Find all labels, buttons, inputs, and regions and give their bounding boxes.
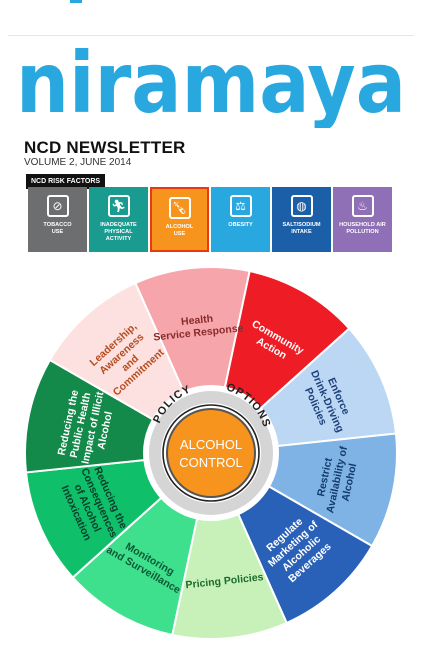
risk-tile-tobacco[interactable]: ⊘ TOBACCO USE	[28, 187, 87, 252]
risk-tile-salt[interactable]: ◍ SALT/SODIUM INTAKE	[272, 187, 331, 252]
wheel-segment	[171, 449, 288, 640]
logo-wordmark: niramaya	[16, 40, 406, 128]
top-accent	[0, 0, 422, 36]
stove-icon: ♨︎	[351, 195, 374, 217]
ring-arc-track	[162, 404, 260, 502]
wheel-label-line: Health	[180, 313, 213, 328]
center-disc	[166, 408, 256, 498]
masthead-logo: niramaya	[16, 40, 406, 128]
center-line-2: CONTROL	[179, 455, 243, 470]
top-accent-mark	[70, 0, 82, 3]
risk-factors-row: ⊘ TOBACCO USE 🏃︎ INADEQUATE PHYSICAL ACT…	[28, 187, 394, 252]
risk-tile-air-pollution[interactable]: ♨︎ HOUSEHOLD AIR POLLUTION	[333, 187, 392, 252]
salt-shaker-icon: ◍	[290, 195, 313, 217]
risk-tile-label: ALCOHOL USE	[165, 224, 194, 237]
wheel-segment	[134, 266, 251, 457]
risk-tile-label: SALT/SODIUM INTAKE	[282, 222, 321, 235]
risk-tile-label: HOUSEHOLD AIR POLLUTION	[339, 222, 386, 235]
bottle-icon: 🍾︎	[168, 197, 191, 219]
newsletter-title: NCD NEWSLETTER	[24, 138, 186, 157]
risk-tile-label: OBESITY	[228, 222, 253, 228]
newsletter-volume: VOLUME 2, JUNE 2014	[24, 157, 132, 168]
risk-tile-physical-activity[interactable]: 🏃︎ INADEQUATE PHYSICAL ACTIVITY	[89, 187, 148, 252]
risk-tile-alcohol[interactable]: 🍾︎ ALCOHOL USE	[150, 187, 209, 252]
risk-tile-label: TOBACCO USE	[43, 222, 72, 235]
scale-icon: ⚖︎	[229, 195, 252, 217]
center-line-1: ALCOHOL	[180, 437, 242, 452]
running-person-icon: 🏃︎	[107, 195, 130, 217]
risk-tile-obesity[interactable]: ⚖︎ OBESITY	[211, 187, 270, 252]
header-divider	[8, 35, 414, 36]
risk-tile-label: INADEQUATE PHYSICAL ACTIVITY	[100, 222, 137, 242]
risk-factors-header: NCD RISK FACTORS	[26, 174, 106, 189]
no-smoking-icon: ⊘	[46, 195, 69, 217]
